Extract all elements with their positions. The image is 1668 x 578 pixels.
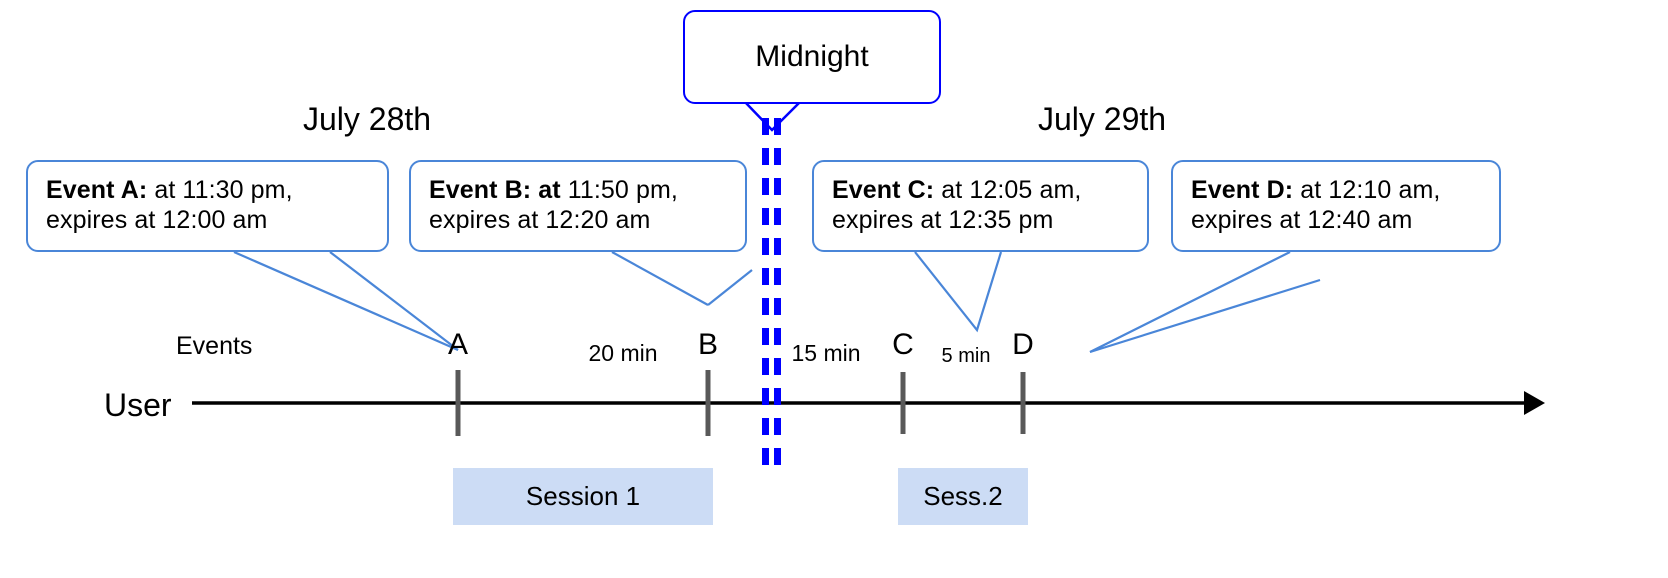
event-c-bold: Event C: [832, 175, 935, 204]
session-2-label: Sess.2 [923, 481, 1003, 511]
tick-mark-a [455, 370, 461, 436]
session-1-label: Session 1 [525, 481, 641, 511]
session-box-1: Session 1 [453, 468, 713, 525]
event-c-line2: expires at 12:35 pm [832, 206, 1054, 234]
event-d-text: Event D: at 12:10 am, expires at 12:40 a… [1191, 175, 1440, 236]
event-b-leader [611, 251, 709, 306]
tick-mark-d [1020, 372, 1026, 434]
event-d-leader-2 [1089, 278, 1321, 354]
event-d-leader [1089, 251, 1291, 353]
event-b-line1: Event B: at 11:50 pm, [429, 176, 678, 204]
event-b-callout: Event B: at 11:50 pm, expires at 12:20 a… [409, 160, 747, 252]
user-row-label: User [104, 387, 172, 423]
event-a-rest: at 11:30 pm, [147, 175, 293, 204]
tick-letter-d: D [1012, 328, 1034, 361]
tick-mark-c [900, 372, 906, 434]
midnight-callout: Midnight [683, 10, 941, 104]
tick-letter-c: C [892, 328, 914, 361]
event-c-text: Event C: at 12:05 am, expires at 12:35 p… [832, 175, 1081, 236]
midnight-line-right [774, 118, 781, 470]
event-c-leader [914, 251, 1003, 333]
event-d-bold: Event D: [1191, 175, 1294, 204]
event-a-bold: Event A: [46, 175, 148, 204]
event-c-callout: Event C: at 12:05 am, expires at 12:35 p… [812, 160, 1149, 252]
event-b-rest: 11:50 pm, [560, 175, 678, 204]
event-b-line2: expires at 12:20 am [429, 206, 651, 234]
event-d-callout: Event D: at 12:10 am, expires at 12:40 a… [1171, 160, 1501, 252]
event-c-line1: Event C: at 12:05 am, [832, 176, 1081, 204]
midnight-line-left [762, 118, 769, 470]
event-b-leader-2 [707, 269, 753, 306]
interval-label-15min: 15 min [791, 340, 861, 366]
event-a-line1: Event A: at 11:30 pm, [46, 176, 293, 204]
tick-letter-b: B [697, 328, 719, 361]
tick-letter-a: A [447, 328, 469, 361]
timeline-arrowhead [1524, 391, 1545, 415]
interval-label-20min: 20 min [588, 340, 658, 366]
tick-mark-b [705, 370, 711, 436]
event-c-rest: at 12:05 am, [934, 175, 1082, 204]
event-b-text: Event B: at 11:50 pm, expires at 12:20 a… [429, 175, 678, 236]
midnight-leader [744, 101, 801, 132]
event-b-bold: Event B: at [429, 175, 561, 204]
event-d-line2: expires at 12:40 am [1191, 206, 1413, 234]
event-a-text: Event A: at 11:30 pm, expires at 12:00 a… [46, 175, 293, 236]
events-row-label: Events [176, 332, 253, 360]
event-a-leader [233, 250, 459, 352]
event-a-line2: expires at 12:00 am [46, 206, 268, 234]
event-d-rest: at 12:10 am, [1293, 175, 1441, 204]
event-a-callout: Event A: at 11:30 pm, expires at 12:00 a… [26, 160, 389, 252]
date-label-july-28: July 28th [303, 101, 432, 137]
midnight-label: Midnight [755, 40, 869, 73]
event-a-leader-2 [329, 251, 459, 351]
event-d-line1: Event D: at 12:10 am, [1191, 176, 1440, 204]
date-label-july-29: July 29th [1038, 101, 1167, 137]
session-box-2: Sess.2 [898, 468, 1028, 525]
interval-label-5min: 5 min [941, 345, 991, 367]
